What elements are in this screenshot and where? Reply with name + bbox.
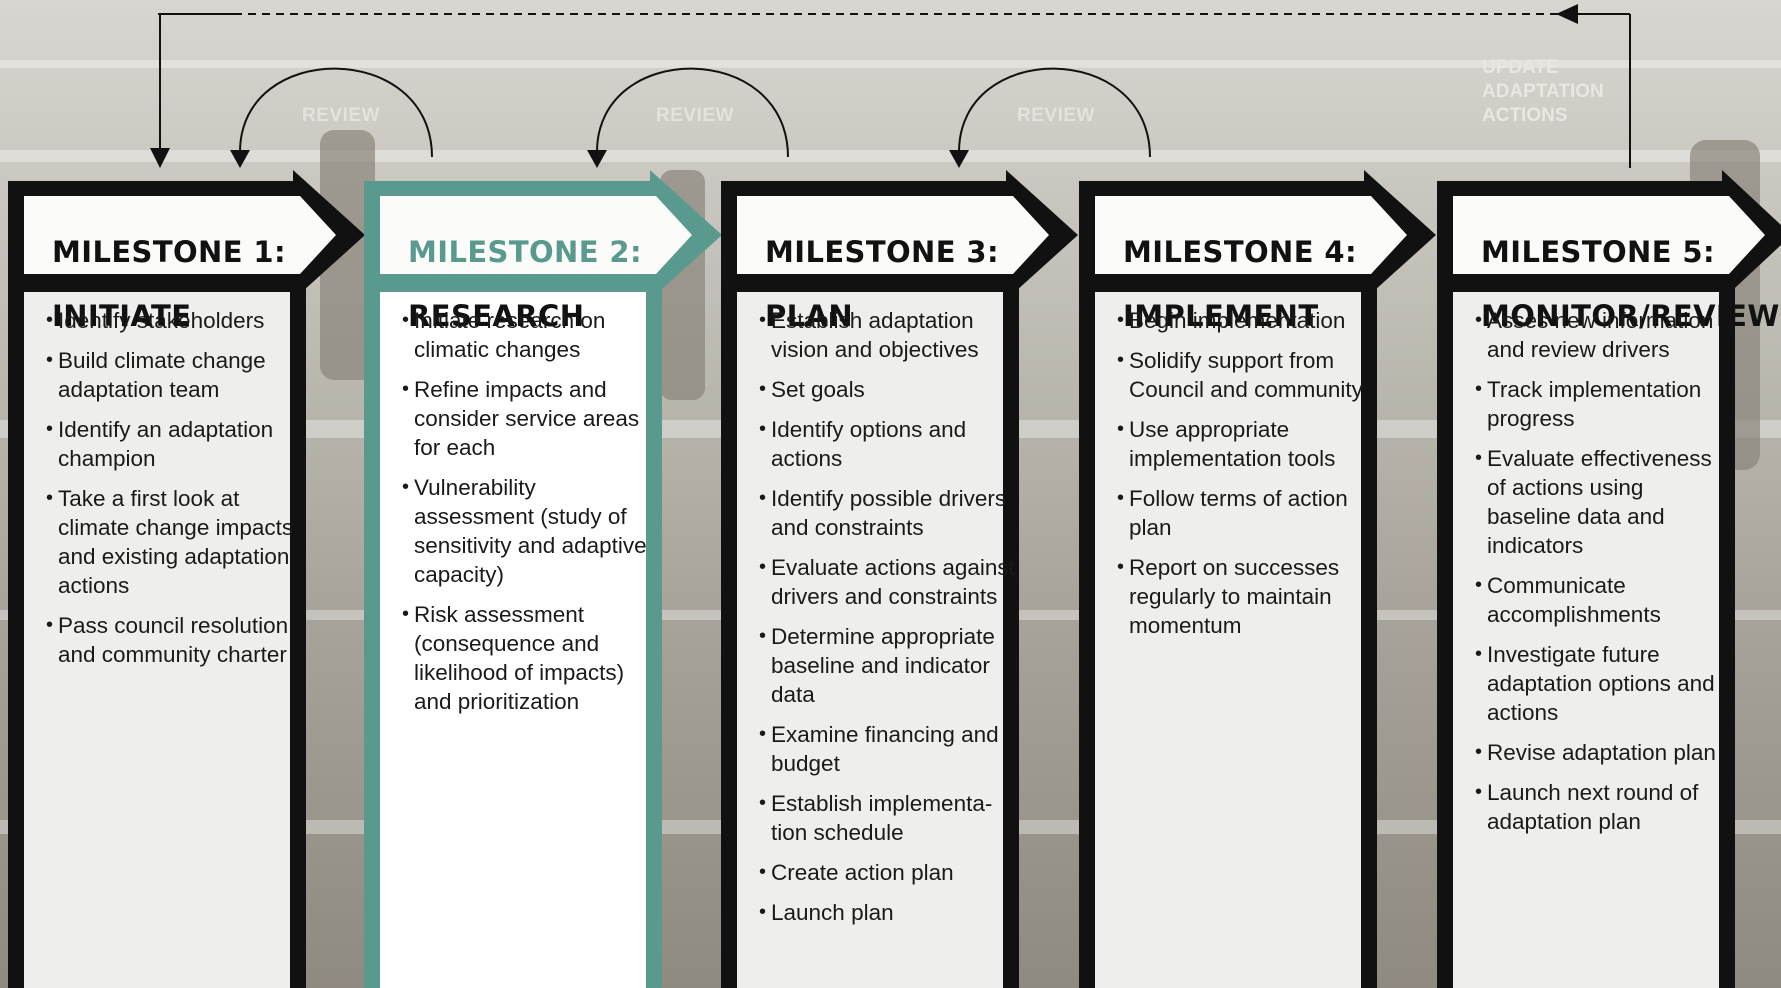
list-item: Launch plan <box>759 898 1017 927</box>
list-item: Examine financing and budget <box>759 720 1017 778</box>
milestone-3-items: Establish adaptation vision and objectiv… <box>759 306 1017 938</box>
list-item: Take a first look at climate change impa… <box>46 484 304 600</box>
review-label-2: REVIEW <box>656 105 734 126</box>
list-item: Identify possible drivers and constraint… <box>759 484 1017 542</box>
milestone-4-items: Begin implementation Solidify support fr… <box>1117 306 1375 651</box>
review-arc-2 <box>596 67 789 158</box>
list-item: Investigate future adaptation options an… <box>1475 640 1733 727</box>
list-item: Evaluate effectiveness of actions using … <box>1475 444 1733 560</box>
list-item: Determine appropriate baseline and indic… <box>759 622 1017 709</box>
list-item: Pass council resolution and community ch… <box>46 611 304 669</box>
list-item: Communicate accomplishments <box>1475 571 1733 629</box>
milestone-5: MILESTONE 5: MONITOR/REVIEW Asses new in… <box>1437 0 1779 988</box>
review-arc-3 <box>958 67 1151 158</box>
milestone-1-number: MILESTONE 1: <box>52 235 287 269</box>
list-item: Report on successes regularly to maintai… <box>1117 553 1375 640</box>
list-item: Set goals <box>759 375 1017 404</box>
milestone-3: MILESTONE 3: PLAN Establish adaptation v… <box>721 0 1051 988</box>
list-item: Vulnerability assessment (study of sensi… <box>402 473 660 589</box>
list-item: Follow terms of action plan <box>1117 484 1375 542</box>
list-item: Refine impacts and consider service area… <box>402 375 660 462</box>
milestone-1: MILESTONE 1: INITIATE Identify stakehold… <box>8 0 338 988</box>
review-label-1: REVIEW <box>302 105 380 126</box>
list-item: Build climate change adaptation team <box>46 346 304 404</box>
milestone-3-number: MILESTONE 3: <box>765 235 1000 269</box>
milestone-4: MILESTONE 4: IMPLEMENT Begin implementat… <box>1079 0 1409 988</box>
list-item: Identify options and actions <box>759 415 1017 473</box>
milestone-2-number: MILESTONE 2: <box>408 235 643 269</box>
list-item: Begin implementation <box>1117 306 1375 335</box>
review-label-3: REVIEW <box>1017 105 1095 126</box>
milestone-5-number: MILESTONE 5: <box>1481 235 1716 269</box>
milestone-1-items: Identify stakeholders Build climate chan… <box>46 306 304 680</box>
list-item: Identify an adaptation champion <box>46 415 304 473</box>
list-item: Establish implementa-tion schedule <box>759 789 1017 847</box>
milestone-2: MILESTONE 2: RESEARCH Initiate research … <box>364 0 694 988</box>
list-item: Establish adaptation vision and objectiv… <box>759 306 1017 364</box>
list-item: Revise adaptation plan <box>1475 738 1733 767</box>
review-arc-1 <box>239 67 433 158</box>
list-item: Evaluate actions against drivers and con… <box>759 553 1017 611</box>
list-item: Identify stakeholders <box>46 306 304 335</box>
milestone-2-items: Initiate research on climatic changes Re… <box>402 306 660 727</box>
list-item: Asses new information and review drivers <box>1475 306 1733 364</box>
list-item: Solidify support from Council and commun… <box>1117 346 1375 404</box>
list-item: Use appropriate implementation tools <box>1117 415 1375 473</box>
list-item: Risk assessment (consequence and likelih… <box>402 600 660 716</box>
update-adaptation-actions-label: UPDATE ADAPTATION ACTIONS <box>1482 57 1604 126</box>
list-item: Create action plan <box>759 858 1017 887</box>
milestone-4-number: MILESTONE 4: <box>1123 235 1358 269</box>
update-loop-connector <box>150 4 1631 168</box>
list-item: Launch next round of adaptation plan <box>1475 778 1733 836</box>
list-item: Track implementation progress <box>1475 375 1733 433</box>
milestone-5-items: Asses new information and review drivers… <box>1475 306 1733 847</box>
list-item: Initiate research on climatic changes <box>402 306 660 364</box>
